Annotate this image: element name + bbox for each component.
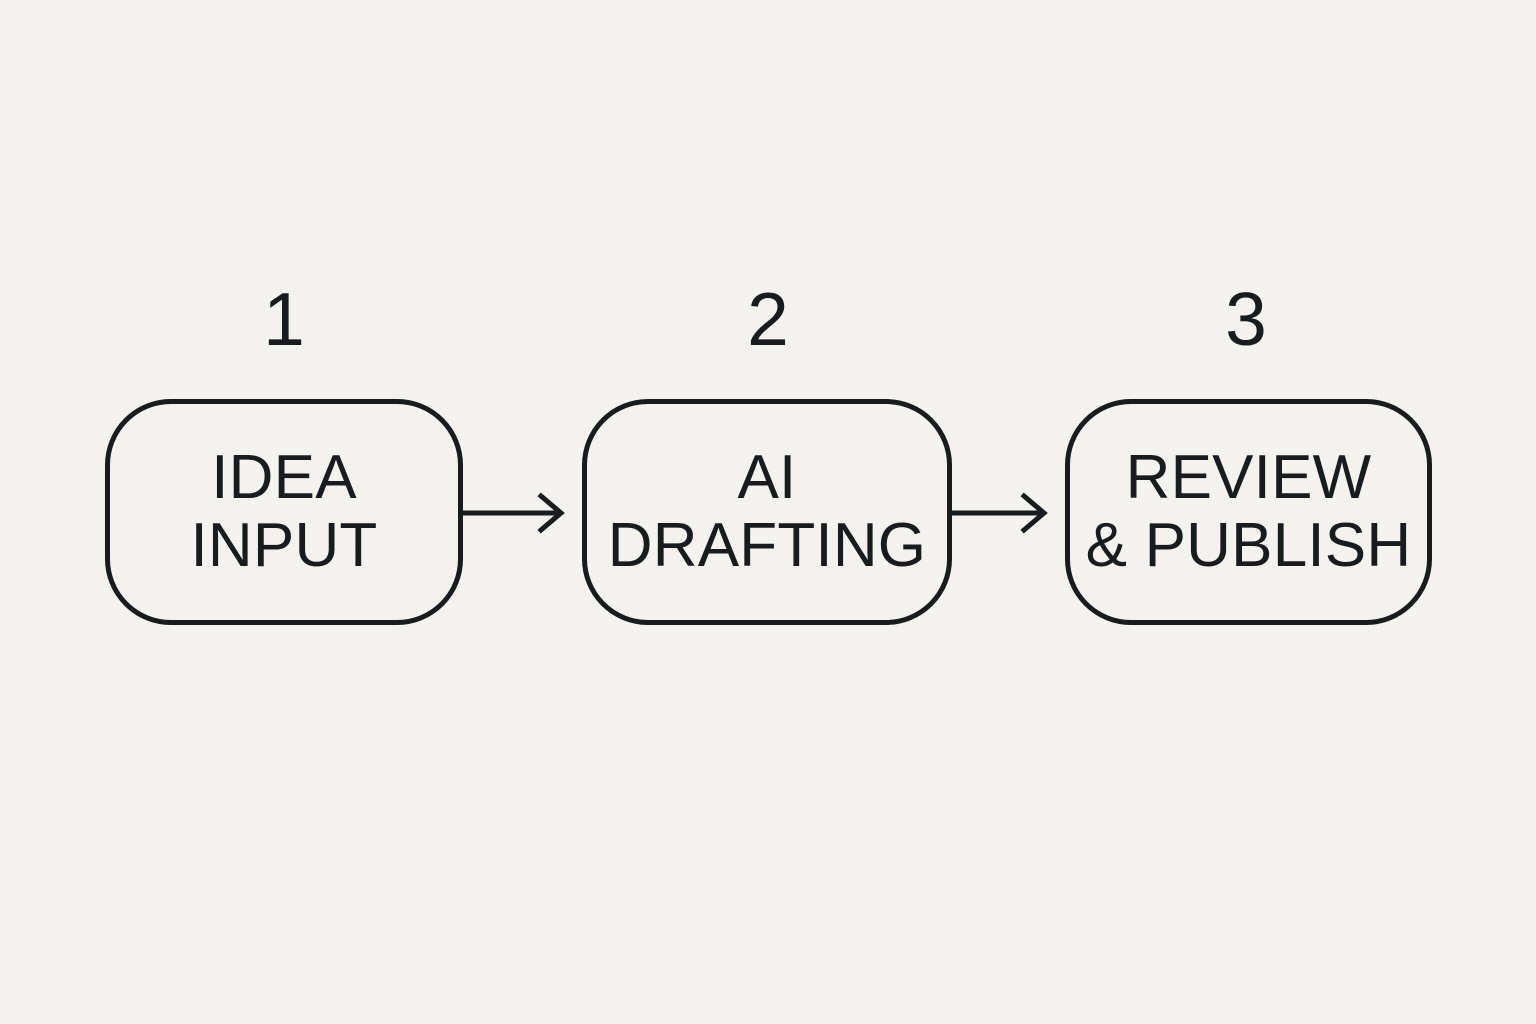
- step-box-ai-drafting[interactable]: AI DRAFTING: [582, 399, 952, 625]
- step-label-idea-input: IDEA INPUT: [190, 443, 378, 580]
- step-number-2: 2: [747, 277, 789, 361]
- step-label-review-publish: REVIEW & PUBLISH: [1085, 443, 1412, 580]
- arrow-right-icon: [952, 492, 1048, 534]
- step-number-1: 1: [263, 277, 305, 361]
- arrow-right-icon: [463, 492, 565, 534]
- connector-arrow-2-to-3: [952, 483, 1065, 543]
- step-box-review-publish[interactable]: REVIEW & PUBLISH: [1065, 399, 1432, 625]
- step-number-3: 3: [1225, 277, 1267, 361]
- step-label-ai-drafting: AI DRAFTING: [607, 443, 927, 580]
- connector-arrow-1-to-2: [463, 483, 582, 543]
- step-box-idea-input[interactable]: IDEA INPUT: [105, 399, 463, 625]
